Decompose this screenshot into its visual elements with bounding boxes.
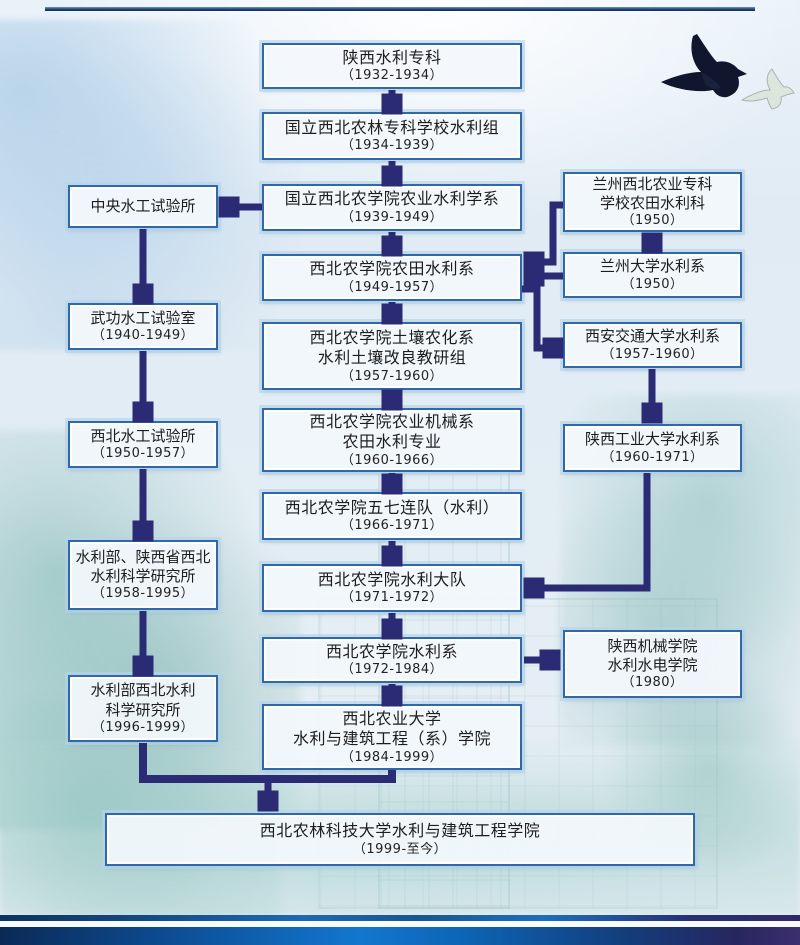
- flow-node-c8: 西北农学院水利大队 （1971-1972）: [262, 564, 522, 612]
- node-title: 西北农业大学 水利与建筑工程（系）学院: [292, 708, 491, 749]
- node-title: 西北农林科技大学水利与建筑工程学院: [259, 821, 541, 841]
- node-title: 西北农学院水利大队: [317, 569, 467, 589]
- footer-stripe-gap: [0, 921, 800, 927]
- arrow-r1-c4: [531, 201, 563, 262]
- node-dates: （1971-1972）: [340, 590, 444, 606]
- node-dates: （1984-1999）: [340, 749, 444, 765]
- arrow-c4-r3: [522, 285, 556, 348]
- node-title: 西北农学院五七连队（水利）: [284, 497, 500, 517]
- flow-node-c10: 西北农业大学 水利与建筑工程（系）学院 （1984-1999）: [262, 704, 522, 770]
- node-dates: （1950）: [621, 276, 684, 292]
- node-title: 西北农学院农田水利系: [309, 259, 475, 279]
- node-dates: （1960-1966）: [340, 452, 444, 468]
- node-dates: （1957-1960）: [340, 368, 444, 384]
- node-dates: （1972-1984）: [340, 662, 444, 678]
- node-title: 西北农学院水利系: [325, 641, 458, 661]
- node-dates: （1966-1971）: [340, 518, 444, 534]
- node-title: 兰州大学水利系: [599, 257, 705, 276]
- flow-node-r3: 西安交通大学水利系 （1957-1960）: [563, 322, 742, 368]
- node-title: 西安交通大学水利系: [584, 327, 720, 346]
- footer-stripe-thick: [0, 927, 800, 945]
- node-dates: （1949-1957）: [340, 279, 444, 295]
- top-rule: [45, 7, 755, 11]
- flow-node-r2: 兰州大学水利系 （1950）: [563, 252, 742, 298]
- node-title: 西北农学院农业机械系 农田水利专业: [309, 411, 475, 452]
- flow-node-c9: 西北农学院水利系 （1972-1984）: [262, 637, 522, 683]
- node-title: 西北农学院土壤农化系 水利土壤改良教研组: [309, 327, 475, 368]
- flow-node-c7: 西北农学院五七连队（水利） （1966-1971）: [262, 492, 522, 540]
- node-dates: （1999-至今）: [352, 841, 448, 857]
- arrow-r4-c8: [531, 473, 651, 588]
- footer-stripe-thin: [0, 915, 800, 921]
- connector-merge-l5-c10: [139, 743, 396, 783]
- node-dates: （1957-1960）: [601, 346, 704, 362]
